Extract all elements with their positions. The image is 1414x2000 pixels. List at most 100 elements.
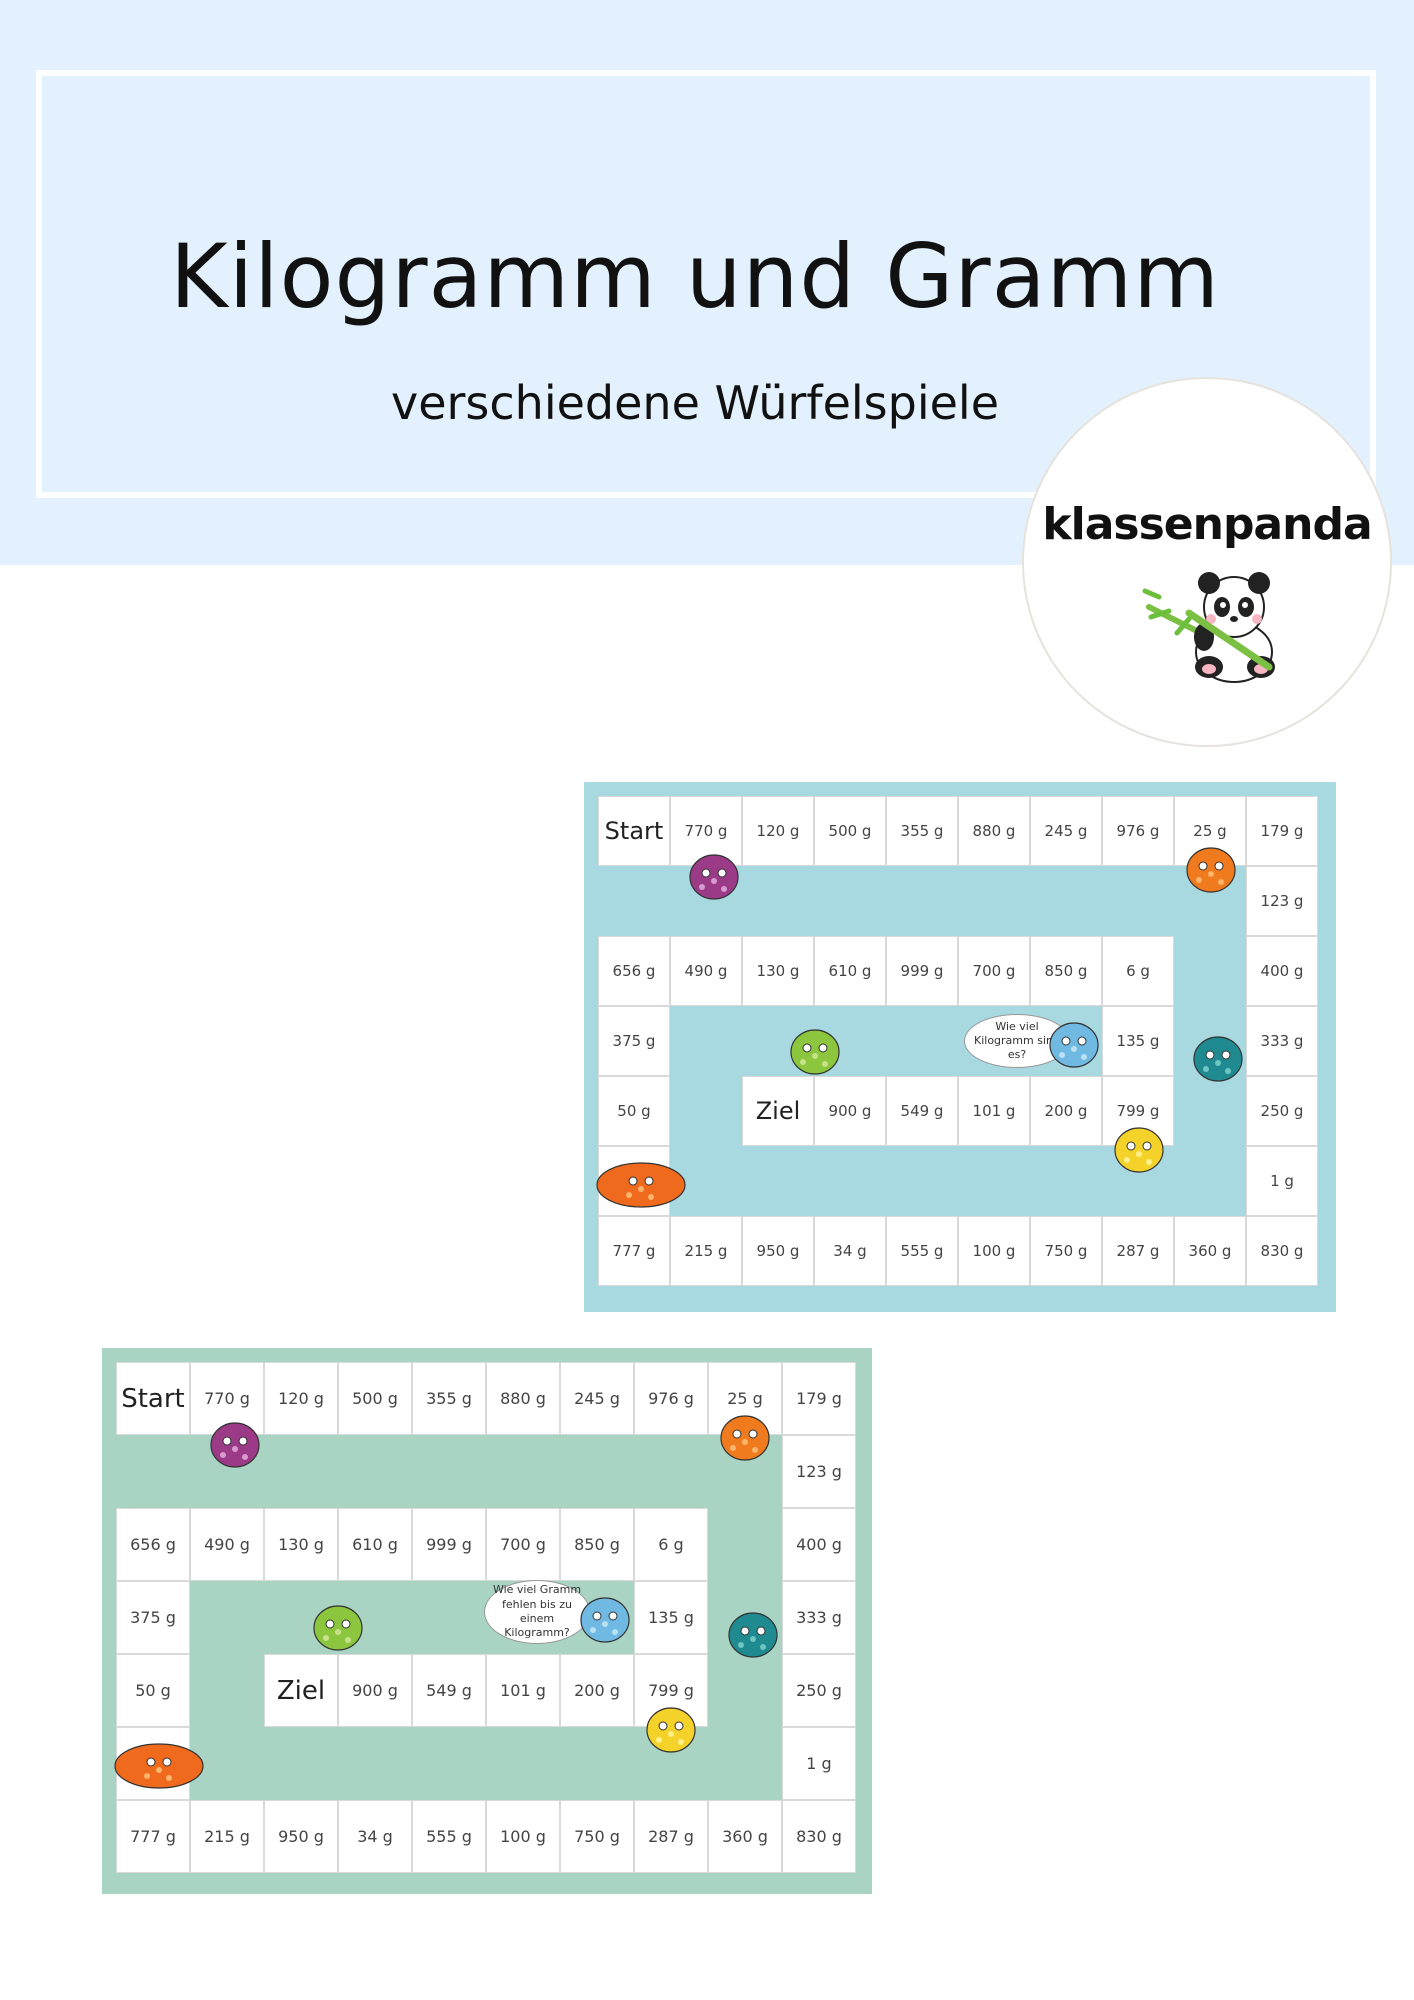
board-field: 999 g	[412, 1508, 486, 1581]
board-field: 355 g	[886, 796, 958, 866]
logo-text: klassenpanda	[1042, 499, 1372, 550]
board-field: 610 g	[338, 1508, 412, 1581]
board-field: 656 g	[598, 936, 670, 1006]
board-field: 179 g	[782, 1362, 856, 1435]
board-field: 135 g	[634, 1581, 708, 1654]
board-field: 900 g	[338, 1654, 412, 1727]
board-field: 950 g	[264, 1800, 338, 1873]
page-subtitle: verschiedene Würfelspiele	[390, 376, 1000, 430]
board-field: 490 g	[670, 936, 742, 1006]
orange-long-monster-icon	[114, 1743, 204, 1789]
purple-monster-icon	[689, 854, 739, 900]
board-field: 50 g	[116, 1654, 190, 1727]
board-field: 880 g	[958, 796, 1030, 866]
board-field: 880 g	[486, 1362, 560, 1435]
board-field: 50 g	[598, 1076, 670, 1146]
board-field: 375 g	[598, 1006, 670, 1076]
logo-badge: klassenpanda	[1022, 377, 1392, 747]
board-field: 830 g	[782, 1800, 856, 1873]
board-field: 130 g	[264, 1508, 338, 1581]
board-field: 6 g	[1102, 936, 1174, 1006]
board-field: 215 g	[670, 1216, 742, 1286]
panda-icon	[1142, 572, 1275, 683]
board-field: 360 g	[1174, 1216, 1246, 1286]
board-field: 850 g	[1030, 936, 1102, 1006]
board-field: 777 g	[116, 1800, 190, 1873]
board-field: 656 g	[116, 1508, 190, 1581]
board-field: 135 g	[1102, 1006, 1174, 1076]
board-field: Start	[598, 796, 670, 866]
speech-bubble: Wie viel Kilogramm sind es?	[964, 1014, 1070, 1068]
board-field: 355 g	[412, 1362, 486, 1435]
board-field: 490 g	[190, 1508, 264, 1581]
board-field: 245 g	[1030, 796, 1102, 866]
board-field: 360 g	[708, 1800, 782, 1873]
board-field: 200 g	[1030, 1076, 1102, 1146]
board-field: 770 g	[190, 1362, 264, 1435]
board-field: 700 g	[486, 1508, 560, 1581]
board-field: 1 g	[1246, 1146, 1318, 1216]
board-field: 130 g	[742, 936, 814, 1006]
board-field: 750 g	[1030, 1216, 1102, 1286]
board-field: 400 g	[1246, 936, 1318, 1006]
board-field: 950 g	[742, 1216, 814, 1286]
board-field: Ziel	[264, 1654, 338, 1727]
teal-monster-icon	[728, 1612, 778, 1658]
board-field: 400 g	[782, 1508, 856, 1581]
board-field: 555 g	[412, 1800, 486, 1873]
board-field: 250 g	[1246, 1076, 1318, 1146]
board-field: 850 g	[560, 1508, 634, 1581]
green-monster-icon	[790, 1029, 840, 1075]
board-field: 6 g	[634, 1508, 708, 1581]
board-field: 900 g	[814, 1076, 886, 1146]
board-field: 333 g	[1246, 1006, 1318, 1076]
board-field: 215 g	[190, 1800, 264, 1873]
board-field: 549 g	[886, 1076, 958, 1146]
board-field: 123 g	[782, 1435, 856, 1508]
board-field: 976 g	[1102, 796, 1174, 866]
board-field: 500 g	[814, 796, 886, 866]
board-field: 100 g	[958, 1216, 1030, 1286]
board-field: 100 g	[486, 1800, 560, 1873]
board-field: 34 g	[814, 1216, 886, 1286]
board-field: 555 g	[886, 1216, 958, 1286]
board-field: Ziel	[742, 1076, 814, 1146]
yellow-monster-icon	[1114, 1127, 1164, 1173]
orange-monster-icon	[720, 1415, 770, 1461]
board-field: 287 g	[634, 1800, 708, 1873]
board-field: 500 g	[338, 1362, 412, 1435]
board-field: 777 g	[598, 1216, 670, 1286]
board-field: 179 g	[1246, 796, 1318, 866]
board-field: Start	[116, 1362, 190, 1435]
board-field: 976 g	[634, 1362, 708, 1435]
board-field: 375 g	[116, 1581, 190, 1654]
board-field: 123 g	[1246, 866, 1318, 936]
purple-monster-icon	[210, 1422, 260, 1468]
board-field: 610 g	[814, 936, 886, 1006]
board-field: 750 g	[560, 1800, 634, 1873]
board-field: 101 g	[958, 1076, 1030, 1146]
board-field: 245 g	[560, 1362, 634, 1435]
blue-monster-icon	[580, 1597, 630, 1643]
teal-monster-icon	[1193, 1036, 1243, 1082]
blue-monster-icon	[1049, 1022, 1099, 1068]
board-field: 250 g	[782, 1654, 856, 1727]
board-field: 830 g	[1246, 1216, 1318, 1286]
orange-long-monster-icon	[596, 1162, 686, 1208]
board-field: 200 g	[560, 1654, 634, 1727]
green-monster-icon	[313, 1604, 363, 1651]
board-field: 333 g	[782, 1581, 856, 1654]
speech-bubble: Wie viel Gramm fehlen bis zu einem Kilog…	[484, 1580, 590, 1644]
title-frame	[36, 70, 1376, 498]
board-field: 120 g	[264, 1362, 338, 1435]
board-field: 770 g	[670, 796, 742, 866]
page-title: Kilogramm und Gramm	[170, 225, 1220, 328]
yellow-monster-icon	[646, 1707, 696, 1753]
board-field: 549 g	[412, 1654, 486, 1727]
board-field: 101 g	[486, 1654, 560, 1727]
board-field: 999 g	[886, 936, 958, 1006]
orange-monster-icon	[1186, 847, 1236, 893]
board-field: 287 g	[1102, 1216, 1174, 1286]
